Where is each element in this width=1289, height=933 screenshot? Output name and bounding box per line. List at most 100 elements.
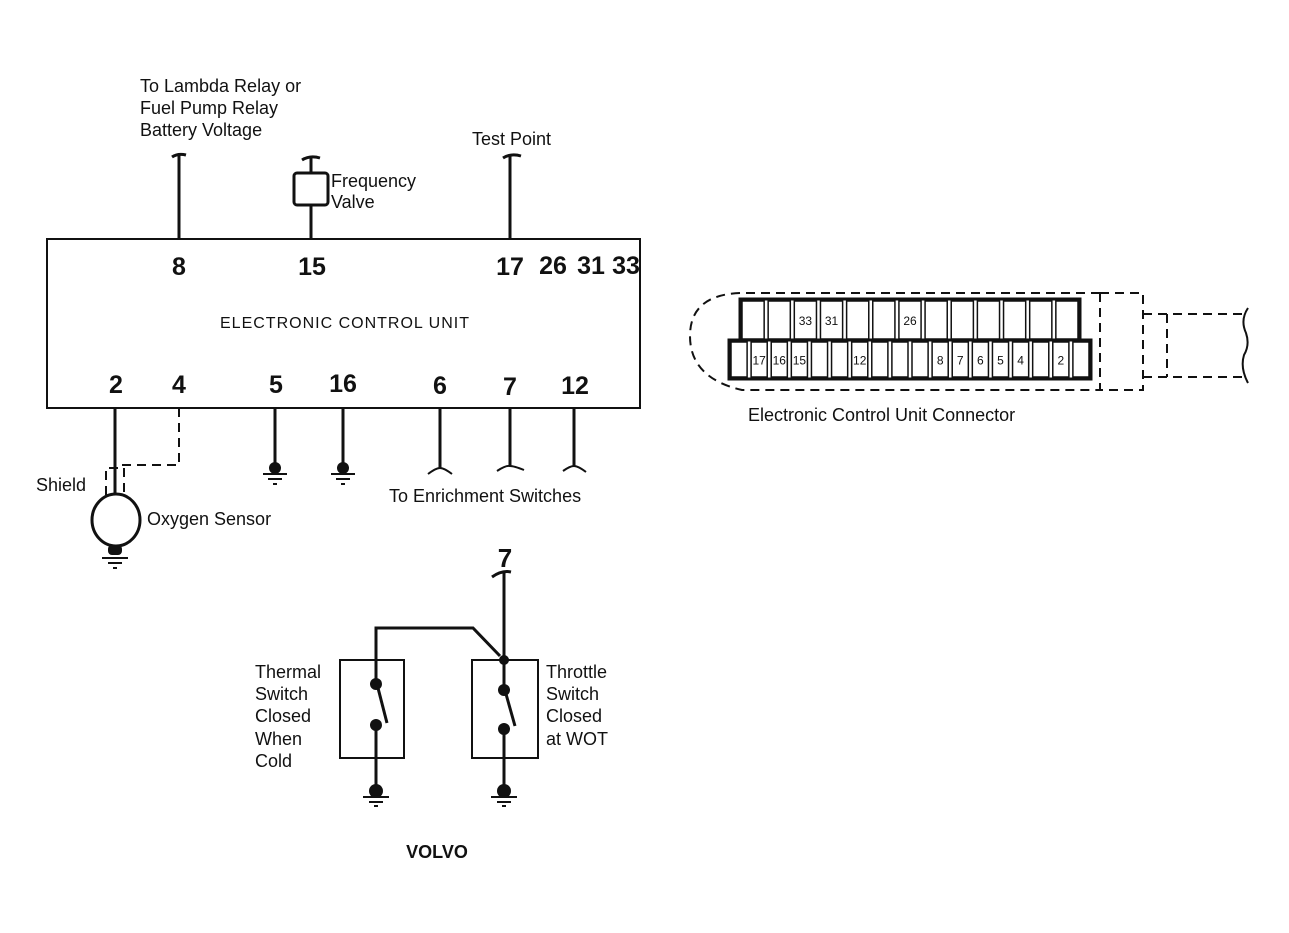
ecu-pin-33: 33 bbox=[612, 252, 640, 280]
connector-cavity bbox=[871, 341, 889, 378]
connector-cavity bbox=[810, 341, 829, 378]
ecu-pin-17: 17 bbox=[496, 253, 524, 281]
test-point-label: Test Point bbox=[472, 129, 551, 149]
throttle-switch-blade-icon bbox=[504, 693, 517, 727]
frequency-valve-icon bbox=[292, 171, 330, 207]
connector-caption: Electronic Control Unit Connector bbox=[748, 405, 1015, 425]
ecu-top-pins: 8 15 17 26 31 33 bbox=[172, 252, 640, 281]
ecu-pin-12: 12 bbox=[561, 372, 589, 400]
connector-cavity bbox=[891, 341, 909, 378]
shield-wire bbox=[117, 408, 180, 466]
connector-pin-16: 16 bbox=[773, 354, 787, 368]
ecu-bottom-pins: 2 4 5 16 6 7 12 bbox=[109, 370, 589, 401]
connector-cavity bbox=[911, 341, 929, 378]
thermal-switch-label-1: Thermal bbox=[255, 662, 321, 682]
oxygen-sensor-ground-icon bbox=[102, 545, 128, 569]
connector-pin-4: 4 bbox=[1017, 354, 1024, 368]
connector-cavity bbox=[845, 300, 870, 340]
connector-cavity bbox=[767, 300, 792, 340]
connector-pin-26: 26 bbox=[903, 314, 917, 328]
connector-cavity bbox=[924, 300, 948, 340]
lambda-relay-line-3: Battery Voltage bbox=[140, 120, 262, 140]
connector-cavity bbox=[1011, 341, 1030, 378]
connector-cavity bbox=[1072, 341, 1090, 378]
test-point-break-icon bbox=[502, 153, 522, 160]
pin-6-break-icon bbox=[427, 466, 453, 475]
connector-cable-outline bbox=[1143, 313, 1245, 378]
ecu-pin-5: 5 bbox=[269, 371, 283, 399]
ecu-pin-6: 6 bbox=[433, 372, 447, 400]
switch-feed-pin-7: 7 bbox=[498, 543, 512, 573]
connector-cavity bbox=[976, 300, 1001, 340]
thermal-switch-label-5: Cold bbox=[255, 751, 292, 771]
thermal-switch-blade-icon bbox=[376, 687, 389, 724]
connector-cavity bbox=[741, 300, 765, 340]
connector-cavity bbox=[730, 341, 748, 378]
pin-5-ground-icon bbox=[263, 462, 287, 485]
thermal-switch-label-4: When bbox=[255, 729, 302, 749]
ecu-pin-2: 2 bbox=[109, 371, 123, 399]
connector-latch-outline bbox=[1100, 292, 1144, 391]
ecu-pin-4: 4 bbox=[172, 371, 186, 399]
thermal-switch-label: Thermal Switch Closed When Cold bbox=[255, 662, 321, 771]
connector-cavity bbox=[1028, 300, 1053, 340]
lambda-relay-label: To Lambda Relay or Fuel Pump Relay Batte… bbox=[140, 76, 301, 140]
connector-cavity bbox=[750, 341, 768, 378]
throttle-switch-ground-icon bbox=[491, 784, 517, 807]
oxygen-sensor-label: Oxygen Sensor bbox=[147, 509, 271, 529]
ecu-title: ELECTRONIC CONTROL UNIT bbox=[220, 315, 470, 332]
connector-pin-15: 15 bbox=[793, 354, 807, 368]
ecu-pin-15: 15 bbox=[298, 253, 326, 281]
throttle-switch-label-3: Closed bbox=[546, 706, 602, 726]
lambda-relay-line-1: To Lambda Relay or bbox=[140, 76, 301, 96]
connector-cavity bbox=[770, 341, 789, 378]
connector-pin-2: 2 bbox=[1057, 354, 1064, 368]
thermal-switch-upper-contact-icon bbox=[370, 678, 382, 690]
connector-pin-7: 7 bbox=[957, 354, 964, 368]
frequency-valve-label-1: Frequency bbox=[331, 171, 416, 191]
connector-cavity bbox=[951, 341, 970, 378]
oxygen-sensor-icon bbox=[90, 492, 142, 548]
shield-label: Shield bbox=[36, 475, 86, 495]
throttle-switch-label-4: at WOT bbox=[546, 729, 608, 749]
throttle-switch-upper-contact-icon bbox=[498, 684, 510, 696]
ecu-pin-16: 16 bbox=[329, 370, 357, 398]
connector-pin-6: 6 bbox=[977, 354, 984, 368]
connector-pin-8: 8 bbox=[937, 354, 944, 368]
pin-16-ground-icon bbox=[331, 462, 355, 485]
throttle-switch-label-2: Switch bbox=[546, 684, 599, 704]
throttle-switch-label-1: Throttle bbox=[546, 662, 607, 682]
connector-housing-outline bbox=[688, 292, 1100, 391]
connector-pin-31: 31 bbox=[825, 314, 839, 328]
connector-pin-5: 5 bbox=[997, 354, 1004, 368]
thermal-switch-box bbox=[339, 659, 405, 759]
switch-feed-break-icon bbox=[491, 570, 512, 579]
brand-label: VOLVO bbox=[406, 842, 468, 862]
thermal-switch-ground-icon bbox=[363, 784, 389, 807]
thermal-switch-link-wire bbox=[374, 626, 502, 660]
pin-12-break-icon bbox=[562, 464, 587, 473]
thermal-switch-label-3: Closed bbox=[255, 706, 311, 726]
lambda-relay-line-2: Fuel Pump Relay bbox=[140, 98, 278, 118]
ecu-pin-8: 8 bbox=[172, 253, 186, 281]
connector-cavity bbox=[991, 341, 1010, 378]
connector-cavity bbox=[1055, 300, 1079, 340]
connector-pin-12: 12 bbox=[853, 354, 867, 368]
connector-row-frame bbox=[727, 338, 1093, 381]
connector-cavity bbox=[950, 300, 975, 340]
pin-7-break-icon bbox=[496, 464, 525, 472]
ecu-pin-7: 7 bbox=[503, 373, 517, 401]
connector-cavity bbox=[790, 341, 809, 378]
connector-cavity bbox=[931, 341, 949, 378]
connector-cavity bbox=[1052, 341, 1070, 378]
connector-cable-break-icon bbox=[1241, 307, 1249, 384]
throttle-switch-label: Throttle Switch Closed at WOT bbox=[546, 662, 608, 749]
connector-cavity bbox=[1031, 341, 1050, 378]
pin-8-break-icon bbox=[171, 152, 187, 159]
shield-sleeve-icon bbox=[105, 467, 125, 495]
enrichment-switches-label: To Enrichment Switches bbox=[389, 486, 581, 506]
